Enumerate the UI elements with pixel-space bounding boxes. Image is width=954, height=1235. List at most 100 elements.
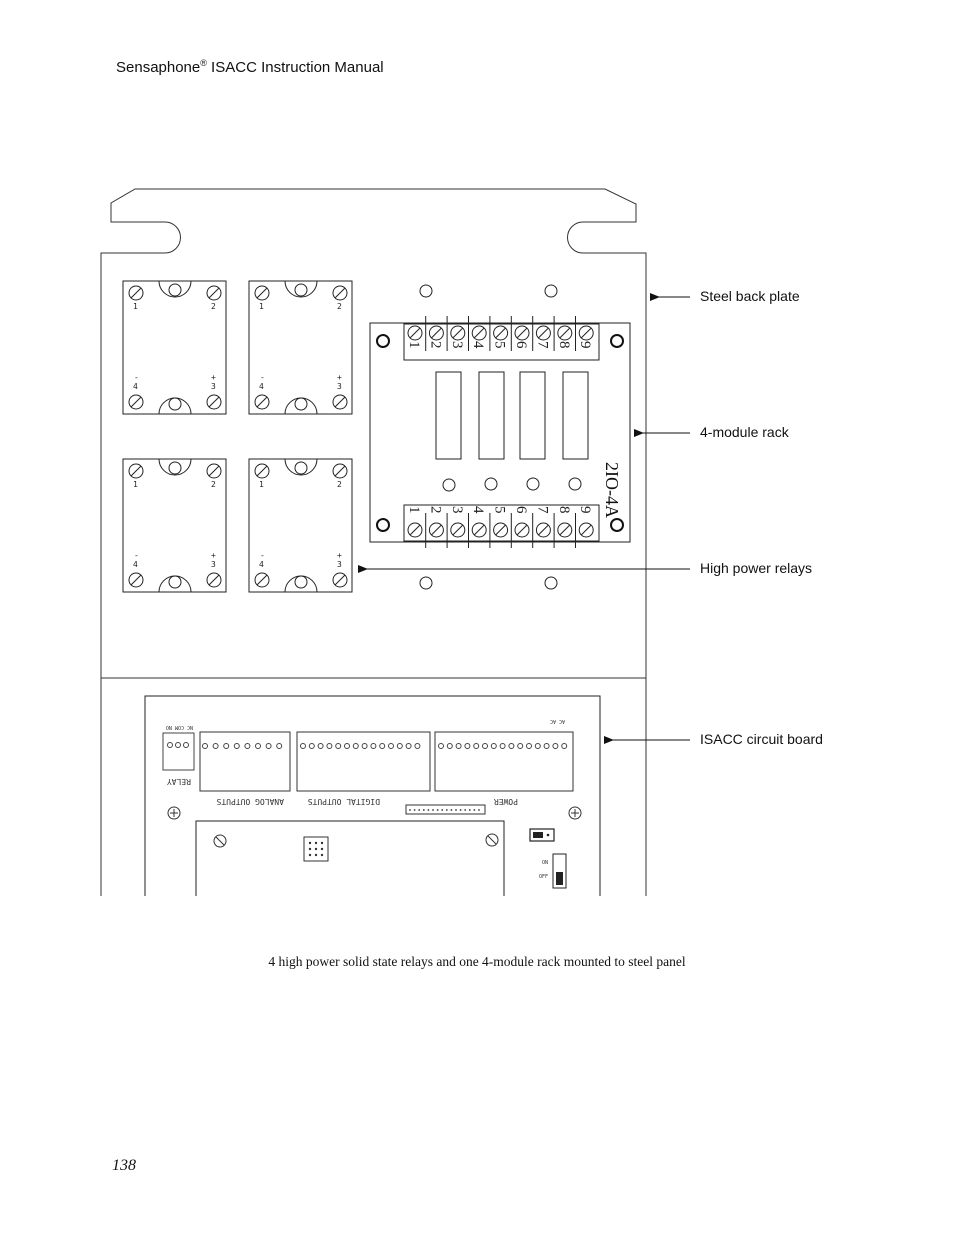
relay-terminal-label: 2: [211, 480, 216, 489]
board-pin: [464, 743, 471, 749]
header-pin: [409, 809, 411, 811]
board-pin: [438, 743, 444, 749]
relay-terminal-label: 2: [337, 302, 342, 311]
rack-terminal-label: 5: [492, 506, 508, 514]
rack-terminal-screw: [557, 522, 573, 538]
callout-steel-back-plate: Steel back plate: [700, 288, 800, 304]
board-pin: [352, 743, 359, 749]
relay-terminal-screw: [128, 394, 144, 410]
relay-terminal-screw: [254, 463, 270, 479]
rack-terminal-label: 1: [406, 506, 422, 514]
rack-terminal-screw: [407, 522, 423, 538]
header-pin: [427, 809, 430, 811]
board-pin: [499, 743, 506, 749]
relay-terminal-screw: [206, 394, 222, 410]
board-pin: [561, 743, 568, 749]
rack-terminal-screw: [471, 522, 487, 538]
relay-terminal-screw: [332, 572, 348, 588]
relay-terminal-label: 4: [133, 382, 138, 391]
board-pin: [526, 743, 532, 749]
board-pin: [446, 743, 453, 749]
rack-model-label: 2IO-4A: [602, 462, 622, 518]
board-relay-label: RELAY: [167, 777, 191, 786]
board-pin: [344, 743, 350, 749]
header-pin: [468, 809, 471, 811]
rack-terminal-label: 7: [534, 341, 550, 349]
board-pin: [534, 743, 541, 749]
rack-terminal-label: 9: [577, 341, 593, 349]
rack-terminal-screw: [428, 522, 444, 538]
relay-terminal-label: 2: [211, 302, 216, 311]
relay-terminal-label: 3: [337, 382, 342, 391]
board-analog-outputs-label: ANALOG OUTPUTS: [216, 797, 284, 806]
relay-terminal-label: 1: [259, 480, 264, 489]
board-pin: [202, 743, 208, 749]
relay-terminal-label: 4: [259, 560, 264, 569]
board-pin: [517, 743, 524, 749]
relay-terminal-screw: [332, 463, 348, 479]
callout-high-power-relays: High power relays: [700, 560, 813, 576]
relay-terminal-label: -: [260, 551, 265, 560]
callout-arrows: [358, 293, 690, 744]
rack-terminal-screw: [514, 522, 530, 538]
board-pin: [317, 743, 324, 749]
rack-terminal-label: 2: [427, 506, 443, 514]
board-pin: [276, 743, 283, 749]
page-header: Sensaphone® ISACC Instruction Manual: [116, 58, 384, 76]
rack-terminal-label: 3: [449, 341, 465, 349]
board-pin: [455, 743, 462, 749]
relay-terminal-screw: [206, 572, 222, 588]
board-pin: [244, 743, 251, 749]
relay-terminal-label: -: [134, 373, 139, 382]
rack-terminal-label: 6: [513, 341, 529, 349]
header-pin: [436, 809, 439, 811]
relay-terminal-label: 1: [133, 302, 138, 311]
board-pin: [490, 743, 497, 749]
relay-terminal-screw: [332, 285, 348, 301]
rack-terminal-screw: [493, 325, 509, 341]
rack-terminal-screw: [514, 325, 530, 341]
rack-terminal-label: 7: [534, 506, 550, 514]
board-pin: [379, 743, 386, 749]
board-pin: [543, 743, 550, 749]
rack-terminal-screw: [493, 522, 509, 538]
board-pin: [414, 743, 421, 749]
callout-circuit-board: ISACC circuit board: [700, 731, 823, 747]
board-pin: [473, 743, 480, 749]
relay-terminal-screw: [128, 463, 144, 479]
board-relay-pins: NC COM NO: [166, 724, 193, 730]
relay-terminal-screw: [206, 463, 222, 479]
relay-terminal-screw: [254, 572, 270, 588]
relay-terminal-label: +: [211, 551, 216, 560]
board-pin: [233, 743, 240, 749]
relay-terminal-screw: [254, 285, 270, 301]
rack-terminal-label: 8: [556, 341, 572, 349]
header-pin: [418, 809, 421, 811]
relay-terminal-screw: [128, 285, 144, 301]
board-switch-off: OFF: [539, 874, 548, 880]
board-pin: [300, 743, 306, 749]
relay-terminal-label: 4: [259, 382, 264, 391]
board-ac-label: AC AC: [550, 718, 565, 724]
header-pin: [455, 809, 457, 811]
header-pin: [441, 809, 444, 811]
header-pin: [473, 809, 476, 811]
board-pin: [370, 743, 377, 749]
rack-terminal-screw: [450, 522, 466, 538]
board-pin: [335, 743, 342, 749]
board-pin: [396, 743, 403, 749]
rack-terminal-label: 2: [427, 341, 443, 349]
rack-terminal-screw: [407, 325, 423, 341]
relay-terminal-label: -: [260, 373, 265, 382]
board-pin: [255, 743, 261, 749]
relay-terminal-label: +: [337, 373, 342, 382]
board-pin: [552, 743, 559, 749]
header-pin: [413, 809, 416, 811]
board-pin: [405, 743, 412, 749]
board-pin: [361, 743, 368, 749]
